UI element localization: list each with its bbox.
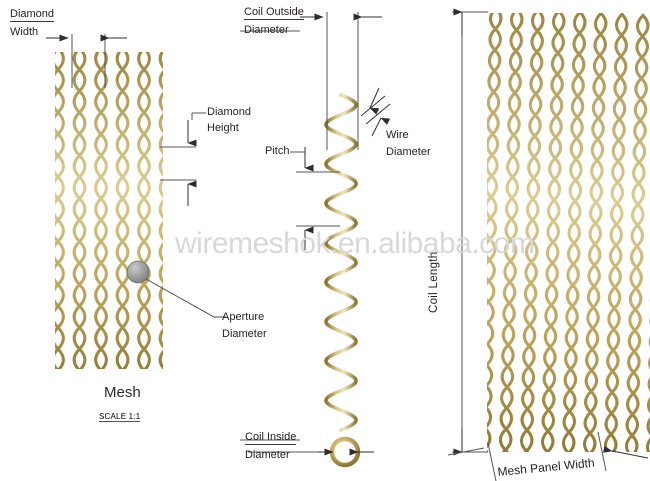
- dimension-mesh-panel-width: [447, 431, 649, 481]
- aperture-callout: [126, 260, 226, 318]
- label-wire-diameter-line2: Diameter: [386, 146, 431, 158]
- label-coil-outside-line1: Coil Outside: [244, 6, 304, 20]
- dimension-diamond-width: [46, 34, 127, 88]
- label-pitch: Pitch: [265, 145, 290, 157]
- label-coil-inside-line2: Diameter: [245, 449, 290, 461]
- label-aperture-diameter-line2: Diameter: [222, 328, 267, 340]
- label-wire-diameter-line1: Wire: [386, 129, 409, 141]
- label-coil-inside-line1: Coil Inside: [245, 431, 297, 445]
- dimension-diamond-height: [160, 112, 206, 206]
- coil-section-ring: [240, 436, 374, 468]
- label-aperture-diameter-line1: Aperture: [222, 311, 265, 323]
- label-diamond-height-line2: Height: [207, 122, 239, 134]
- label-diamond-width-line2: Width: [10, 26, 39, 38]
- label-diamond-width-line1: Diamond: [10, 8, 55, 22]
- mesh-front-view: [55, 52, 163, 369]
- dimension-coil-outside-diameter: [240, 12, 382, 150]
- label-coil-length: Coil Length: [428, 251, 440, 313]
- coil-profile-view: [324, 93, 358, 432]
- label-diamond-height-line1: Diamond: [207, 106, 252, 118]
- dimension-pitch: [290, 147, 340, 250]
- callout-wire-diameter: [360, 87, 391, 137]
- label-mesh-scale: SCALE 1:1: [99, 412, 141, 422]
- watermark-text: wiremeshok.en.alibaba.com: [175, 227, 535, 260]
- label-coil-outside-line2: Diameter: [244, 24, 289, 36]
- dimension-coil-length: [452, 8, 488, 456]
- label-mesh-title: Mesh: [104, 384, 141, 401]
